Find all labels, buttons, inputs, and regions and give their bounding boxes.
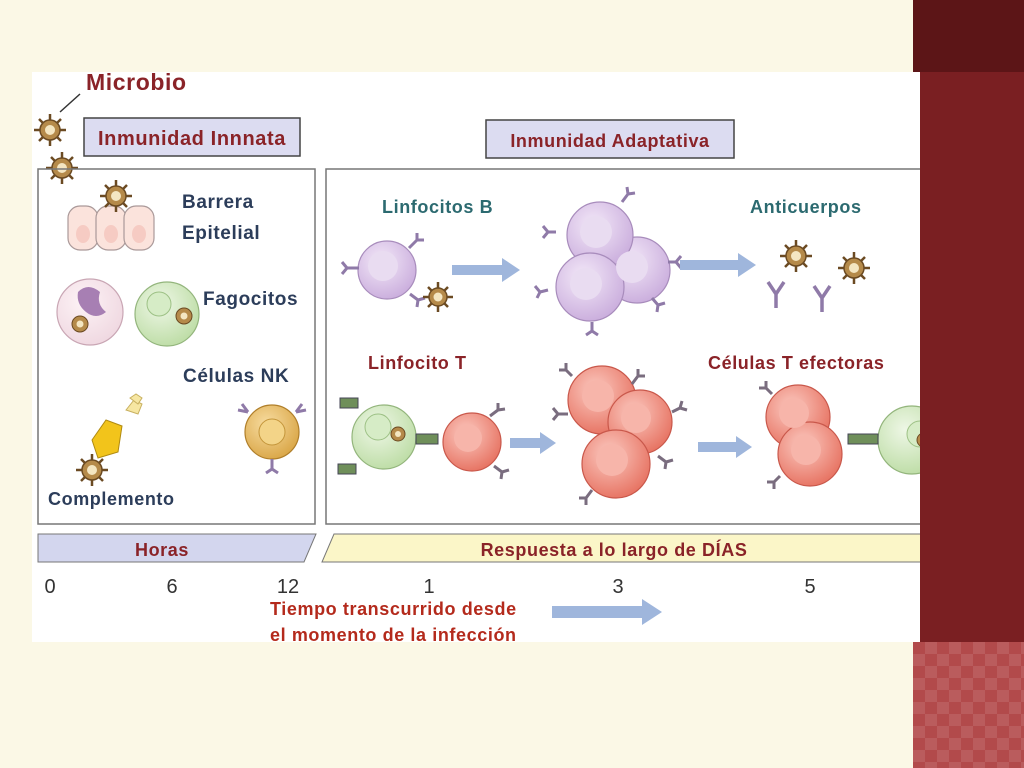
microbe-icon <box>838 252 870 284</box>
antibody-icon <box>766 281 832 312</box>
day-tick-label: 1 <box>423 576 434 598</box>
epithelial-barrier-label: Barrera <box>182 192 254 213</box>
hour-tick-label: 0 <box>44 576 55 598</box>
adaptive-immunity-title-box <box>485 119 735 159</box>
complement-label: Complemento <box>48 489 175 509</box>
arrow-icon <box>698 436 752 458</box>
microbe-icon <box>780 240 812 272</box>
microbe-icon <box>423 282 453 312</box>
day-tick-label: 3 <box>612 576 623 598</box>
b-lymphocyte-clones-illustration <box>533 186 683 337</box>
target-cell-illustration <box>847 405 920 475</box>
effector-t-cells-label: Células T efectoras <box>708 353 884 373</box>
hours-band <box>37 533 317 563</box>
days-label: Respuesta a lo largo de DÍAS <box>481 539 748 560</box>
timeline-caption: Tiempo transcurrido desde <box>270 599 517 619</box>
hour-tick-label: 6 <box>166 576 177 598</box>
nk-cells-label: Células NK <box>183 366 289 387</box>
arrow-icon <box>552 599 662 625</box>
day-tick-label: 5 <box>804 576 815 598</box>
hours-label: Horas <box>135 540 189 560</box>
microbe-pointer-line <box>59 93 81 113</box>
days-band <box>321 533 920 563</box>
innate-immunity-title-box <box>83 117 301 157</box>
nk-cell-illustration <box>237 403 307 475</box>
innate-immunity-panel <box>37 168 316 525</box>
slide-accent-bar-top <box>913 0 1024 72</box>
microbe-icon <box>100 180 132 212</box>
t-lymphocyte-clones-illustration <box>551 363 688 505</box>
microbe-icon <box>46 152 78 184</box>
immunity-diagram-figure: Microbio Inmunidad Innnata Barrera Epite… <box>32 72 920 642</box>
antibodies-label: Anticuerpos <box>750 197 862 217</box>
microbe-label: Microbio <box>86 72 187 95</box>
neutrophil-illustration <box>56 278 124 346</box>
antigen-presenting-cell-illustration <box>337 397 439 475</box>
hour-tick-label: 12 <box>277 576 299 598</box>
arrow-icon <box>680 253 756 277</box>
macrophage-illustration <box>134 281 200 347</box>
b-lymphocyte-illustration <box>340 233 426 308</box>
t-lymphocyte-illustration <box>442 403 510 480</box>
phagocytes-label: Fagocitos <box>203 289 298 310</box>
adaptive-immunity-panel <box>325 168 920 525</box>
arrow-icon <box>452 258 520 282</box>
epithelial-cells-illustration <box>67 205 155 251</box>
t-lymphocyte-label: Linfocito T <box>368 353 467 373</box>
timeline-caption: el momento de la infección <box>270 625 517 642</box>
effector-t-cells-illustration <box>759 381 843 489</box>
arrow-icon <box>510 432 556 454</box>
microbe-icon <box>76 454 108 486</box>
b-lymphocytes-label: Linfocitos B <box>382 197 493 217</box>
slide-accent-bar-bottom <box>913 642 1024 768</box>
adaptive-immunity-title: Inmunidad Adaptativa <box>510 131 710 151</box>
microbe-icon <box>34 114 66 146</box>
innate-immunity-title: Inmunidad Innnata <box>98 128 286 150</box>
epithelial-barrier-label: Epitelial <box>182 223 260 244</box>
complement-proteins-illustration <box>91 393 143 459</box>
slide-accent-bar-middle <box>913 72 1024 642</box>
